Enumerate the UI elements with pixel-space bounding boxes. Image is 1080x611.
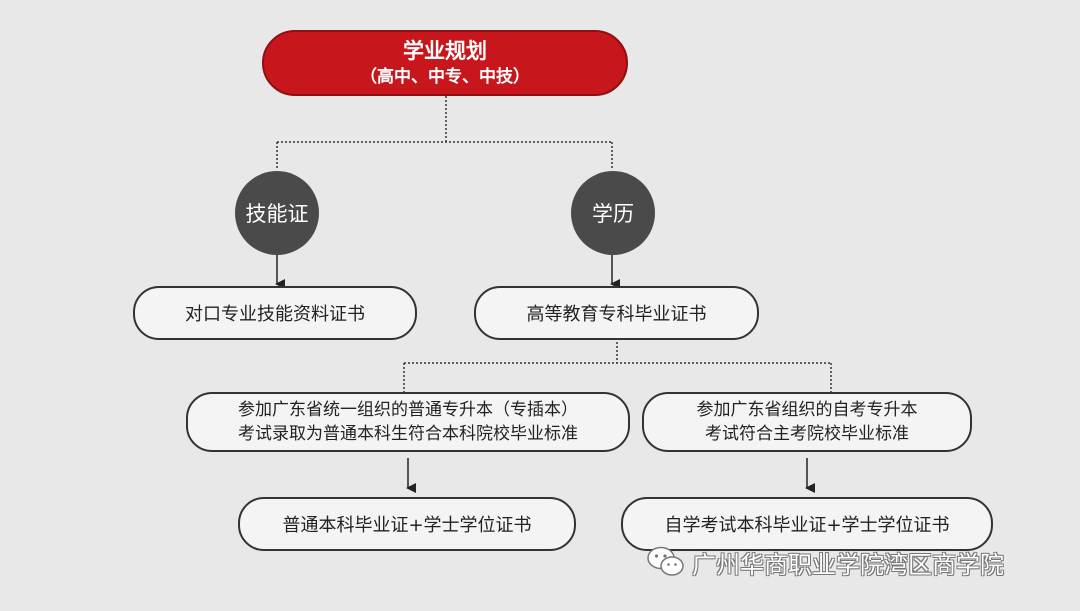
upgrade-exam-line1: 参加广东省统一组织的普通专升本（专插本） xyxy=(238,400,578,420)
self-study-node: 参加广东省组织的自考专升本 考试符合主考院校毕业标准 xyxy=(642,392,972,452)
college-cert-node: 高等教育专科毕业证书 xyxy=(474,286,759,340)
wechat-icon xyxy=(647,546,684,576)
watermark-text: 广州华商职业学院湾区商学院 xyxy=(692,550,1004,579)
top-title: 学业规划 xyxy=(403,39,487,63)
degree-circle: 学历 xyxy=(571,171,655,255)
skill-circle: 技能证 xyxy=(235,171,319,255)
skill-cert-node: 对口专业技能资料证书 xyxy=(133,286,417,340)
self-study-line2: 考试符合主考院校毕业标准 xyxy=(705,424,909,444)
bachelor-cert-label: 普通本科毕业证+学士学位证书 xyxy=(282,515,532,536)
college-cert-label: 高等教育专科毕业证书 xyxy=(526,304,707,325)
watermark: 广州华商职业学院湾区商学院 xyxy=(646,543,1004,581)
skill-cert-label: 对口专业技能资料证书 xyxy=(185,304,365,325)
upgrade-exam-line2: 考试录取为普通本科生符合本科院校毕业标准 xyxy=(238,424,578,444)
self-study-cert-node: 自学考试本科毕业证+学士学位证书 xyxy=(621,497,993,551)
top-node: 学业规划 （高中、中专、中技） xyxy=(262,30,628,96)
top-subtitle: （高中、中专、中技） xyxy=(360,67,530,87)
upgrade-exam-node: 参加广东省统一组织的普通专升本（专插本） 考试录取为普通本科生符合本科院校毕业标… xyxy=(186,392,630,452)
degree-label: 学历 xyxy=(592,202,634,226)
bachelor-cert-node: 普通本科毕业证+学士学位证书 xyxy=(238,497,576,551)
self-study-cert-label: 自学考试本科毕业证+学士学位证书 xyxy=(664,515,950,536)
self-study-line1: 参加广东省组织的自考专升本 xyxy=(696,400,918,420)
skill-label: 技能证 xyxy=(245,202,309,226)
